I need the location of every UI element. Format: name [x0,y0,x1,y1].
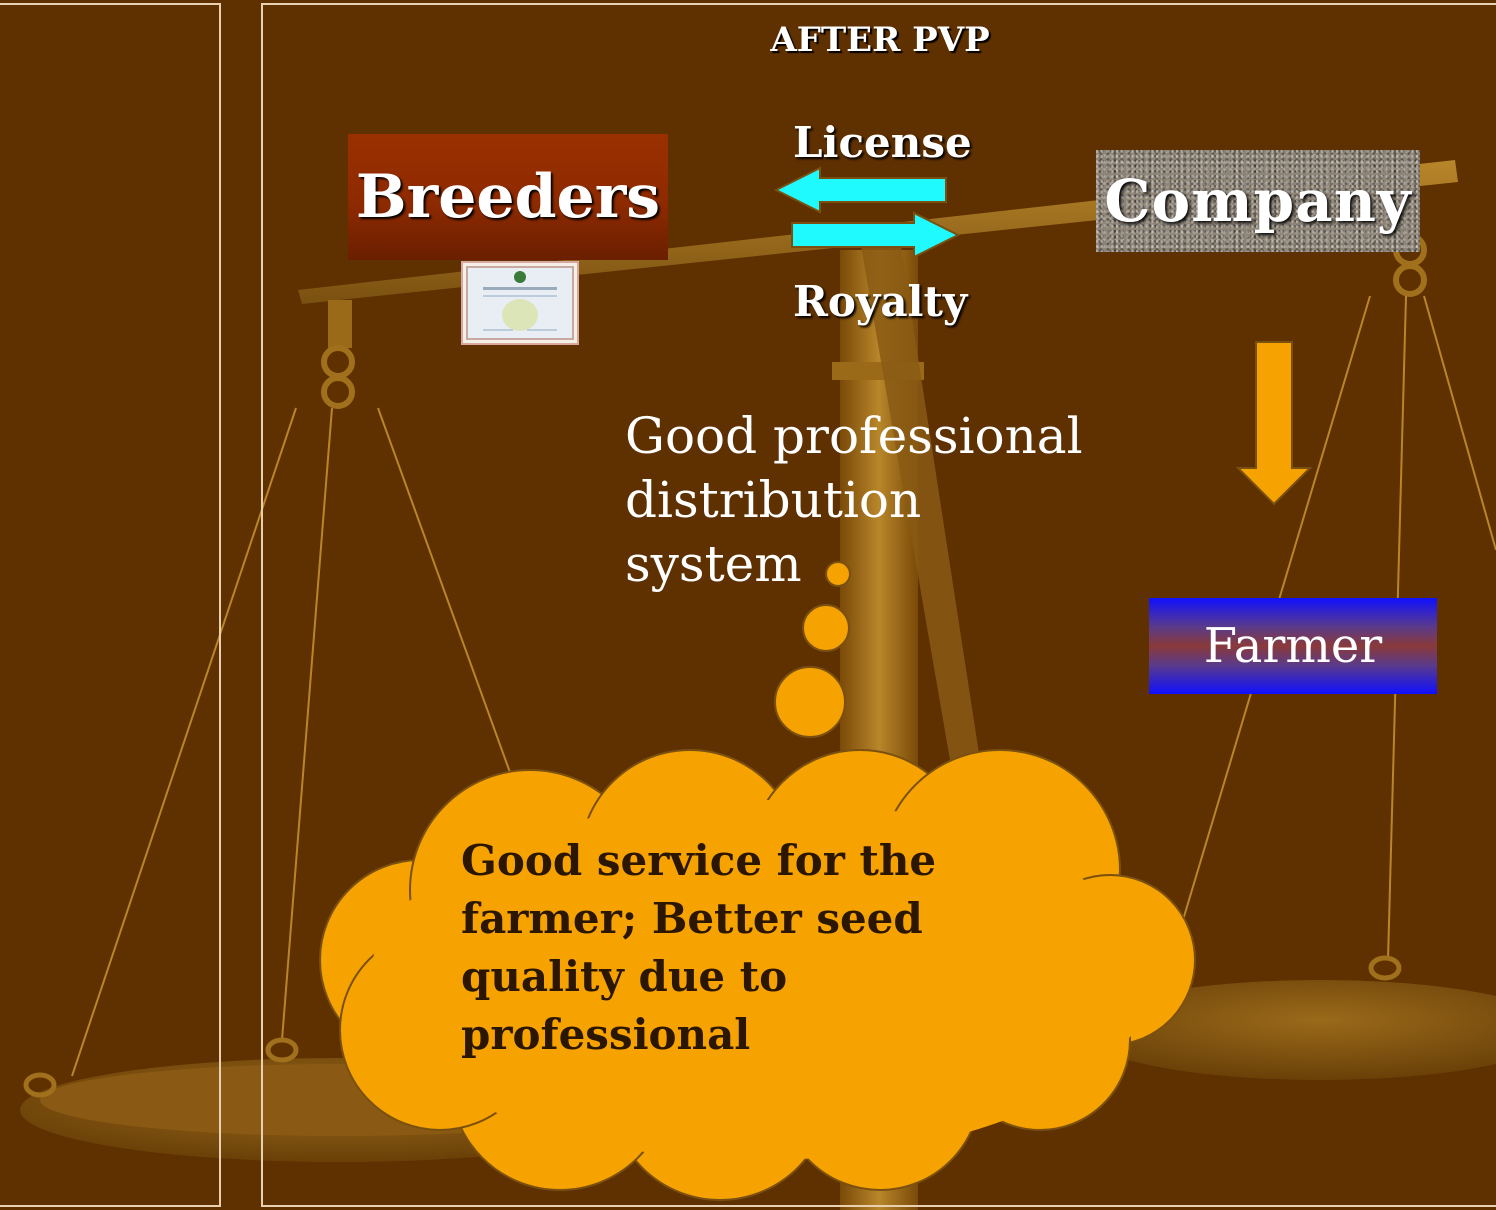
license-label: License [793,118,972,167]
royalty-label: Royalty [793,277,968,326]
company-box: Company [1096,150,1420,252]
cloud-text: Good service for the farmer; Better seed… [461,836,937,1059]
distribution-text: Good professional distribution system [625,407,1083,593]
certificate-icon [461,261,579,345]
farmer-box: Farmer [1149,598,1437,694]
breeders-box: Breeders [348,134,668,260]
slide-title: AFTER PVP [770,20,990,60]
